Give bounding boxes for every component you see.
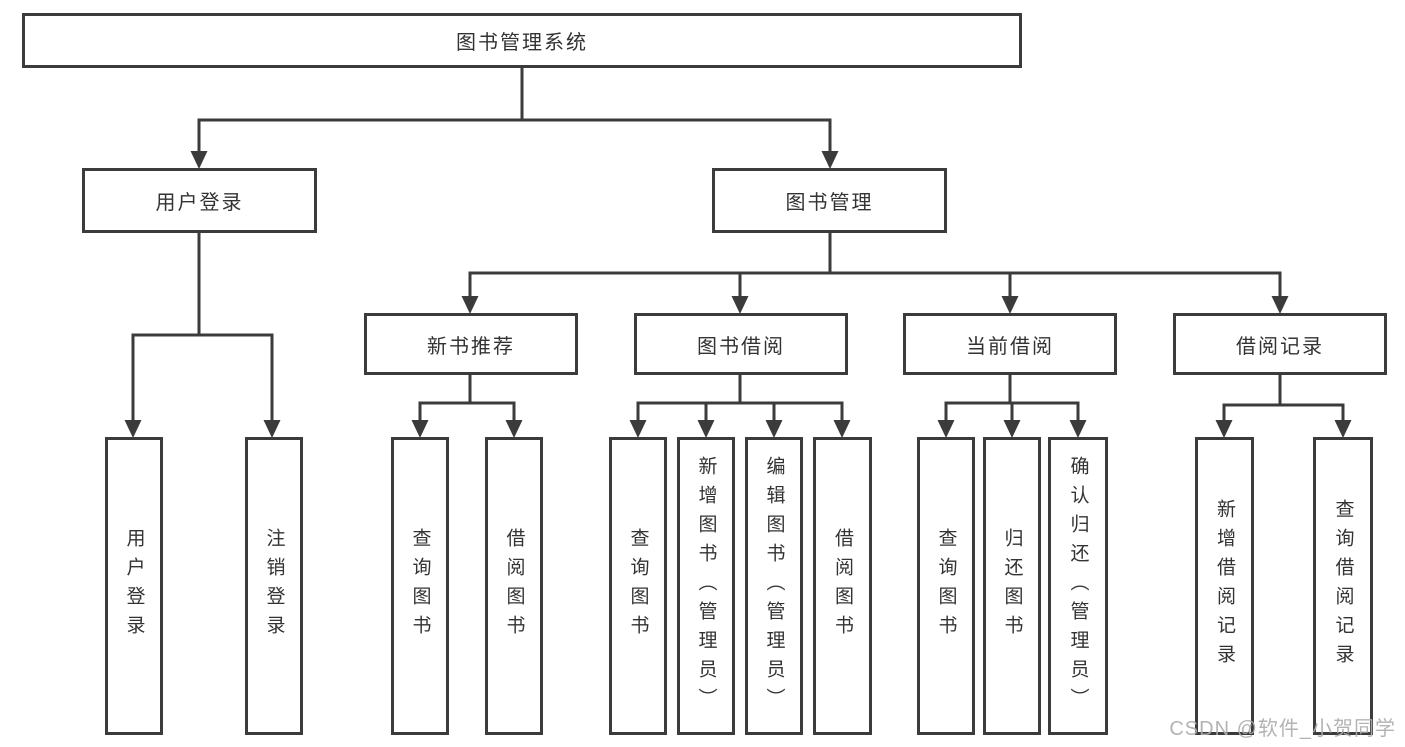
leaf-add-book-admin: 新增图书（管理员） <box>677 437 735 735</box>
node-user-login: 用户登录 <box>82 168 317 233</box>
leaf-return-book-label: 归还图书 <box>1001 528 1023 644</box>
leaf-edit-book-admin: 编辑图书（管理员） <box>745 437 803 735</box>
connector-segments <box>131 68 1345 423</box>
node-borrowing-records-label: 借阅记录 <box>1236 335 1324 358</box>
leaf-borrow-books-recommend-label: 借阅图书 <box>503 528 525 644</box>
leaf-borrow-books-recommend: 借阅图书 <box>485 437 543 735</box>
node-new-book-recommendation-label: 新书推荐 <box>427 335 515 358</box>
node-current-borrowing-label: 当前借阅 <box>966 335 1054 358</box>
leaf-add-borrow-record-label: 新增借阅记录 <box>1214 499 1235 673</box>
node-current-borrowing: 当前借阅 <box>903 313 1117 375</box>
node-borrowing-records: 借阅记录 <box>1173 313 1387 375</box>
leaf-add-borrow-record: 新增借阅记录 <box>1195 437 1254 735</box>
leaf-query-books-current-label: 查询图书 <box>935 528 957 644</box>
node-book-management-label: 图书管理 <box>785 192 874 214</box>
node-book-management: 图书管理 <box>712 168 947 233</box>
node-library-system-label: 图书管理系统 <box>456 32 588 54</box>
leaf-return-book: 归还图书 <box>983 437 1041 735</box>
leaf-user-login-label: 用户登录 <box>123 528 145 644</box>
leaf-confirm-return-admin-label: 确认归还（管理员） <box>1067 455 1089 717</box>
leaf-logout-label: 注销登录 <box>263 528 285 644</box>
leaf-query-books-borrowing: 查询图书 <box>609 437 667 735</box>
node-book-borrowing-label: 图书借阅 <box>697 335 785 358</box>
node-library-system: 图书管理系统 <box>22 13 1022 68</box>
leaf-query-books-current: 查询图书 <box>917 437 975 735</box>
node-book-borrowing: 图书借阅 <box>634 313 848 375</box>
leaf-query-books-borrowing-label: 查询图书 <box>627 528 649 644</box>
node-user-login-label: 用户登录 <box>155 192 244 214</box>
leaf-user-login: 用户登录 <box>105 437 163 735</box>
arrowhead-icons <box>124 151 1352 438</box>
leaf-add-book-admin-label: 新增图书（管理员） <box>695 455 717 717</box>
leaf-query-books-recommend: 查询图书 <box>391 437 449 735</box>
leaf-borrow-books-borrowing: 借阅图书 <box>813 437 872 735</box>
leaf-edit-book-admin-label: 编辑图书（管理员） <box>763 455 785 717</box>
watermark: CSDN @软件_小贺同学 <box>1169 718 1396 740</box>
leaf-query-books-recommend-label: 查询图书 <box>409 528 431 644</box>
node-new-book-recommendation: 新书推荐 <box>364 313 578 375</box>
leaf-query-borrow-record-label: 查询借阅记录 <box>1332 499 1354 673</box>
leaf-logout: 注销登录 <box>245 437 303 735</box>
leaf-borrow-books-borrowing-label: 借阅图书 <box>832 528 853 644</box>
leaf-confirm-return-admin: 确认归还（管理员） <box>1048 437 1108 735</box>
leaf-query-borrow-record: 查询借阅记录 <box>1313 437 1373 735</box>
